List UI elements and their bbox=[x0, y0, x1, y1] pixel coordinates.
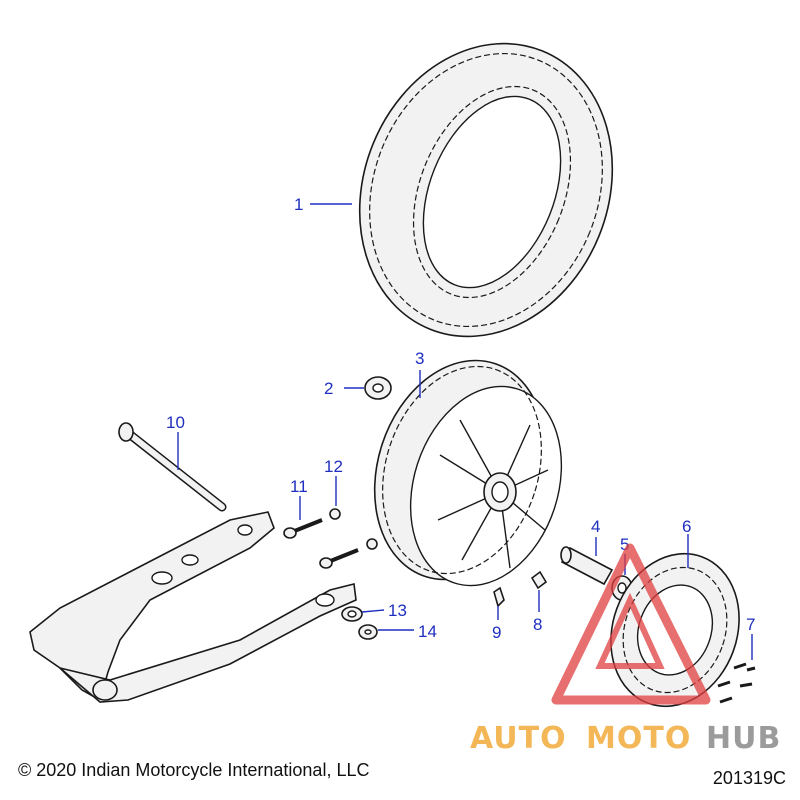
callout-10: 10 bbox=[166, 413, 185, 432]
watermark-text-auto: AUTO bbox=[470, 721, 567, 756]
callout-14: 14 bbox=[418, 622, 437, 641]
watermark-triangle-icon bbox=[551, 543, 711, 705]
callout-1: 1 bbox=[294, 195, 303, 214]
adjuster-bolt-11-lower bbox=[319, 548, 359, 569]
watermark-text-hub: HUB bbox=[706, 721, 781, 756]
axle bbox=[118, 422, 227, 512]
nut-14 bbox=[358, 624, 378, 640]
callout-8: 8 bbox=[533, 615, 542, 634]
spacer-2 bbox=[364, 376, 392, 400]
callout-6: 6 bbox=[682, 517, 691, 536]
callout-11: 11 bbox=[290, 477, 308, 496]
watermark-logo: AUTO MOTO HUB bbox=[470, 543, 781, 756]
copyright-notice: © 2020 Indian Motorcycle International, … bbox=[18, 760, 370, 780]
callout-3: 3 bbox=[415, 349, 424, 368]
valve-stem-8 bbox=[530, 570, 548, 590]
tire bbox=[358, 42, 614, 338]
callout-7: 7 bbox=[746, 615, 755, 634]
washer-13 bbox=[341, 606, 363, 622]
callout-12: 12 bbox=[324, 457, 343, 476]
nut-12-lower bbox=[366, 538, 378, 550]
callout-9: 9 bbox=[492, 623, 501, 642]
disc-bolts bbox=[717, 662, 756, 704]
callout-2: 2 bbox=[324, 379, 333, 398]
nut-12 bbox=[329, 508, 341, 520]
valve-cap-9 bbox=[493, 586, 505, 608]
wheel bbox=[373, 359, 563, 587]
callout-13: 13 bbox=[388, 601, 407, 620]
callout-5: 5 bbox=[620, 535, 629, 554]
drawing-number: 201319C bbox=[712, 768, 786, 788]
callout-4: 4 bbox=[591, 517, 600, 536]
watermark-text-moto: MOTO bbox=[586, 721, 691, 756]
swingarm bbox=[29, 511, 357, 703]
sleeve-4 bbox=[560, 546, 614, 586]
adjuster-bolt-11 bbox=[283, 518, 323, 539]
